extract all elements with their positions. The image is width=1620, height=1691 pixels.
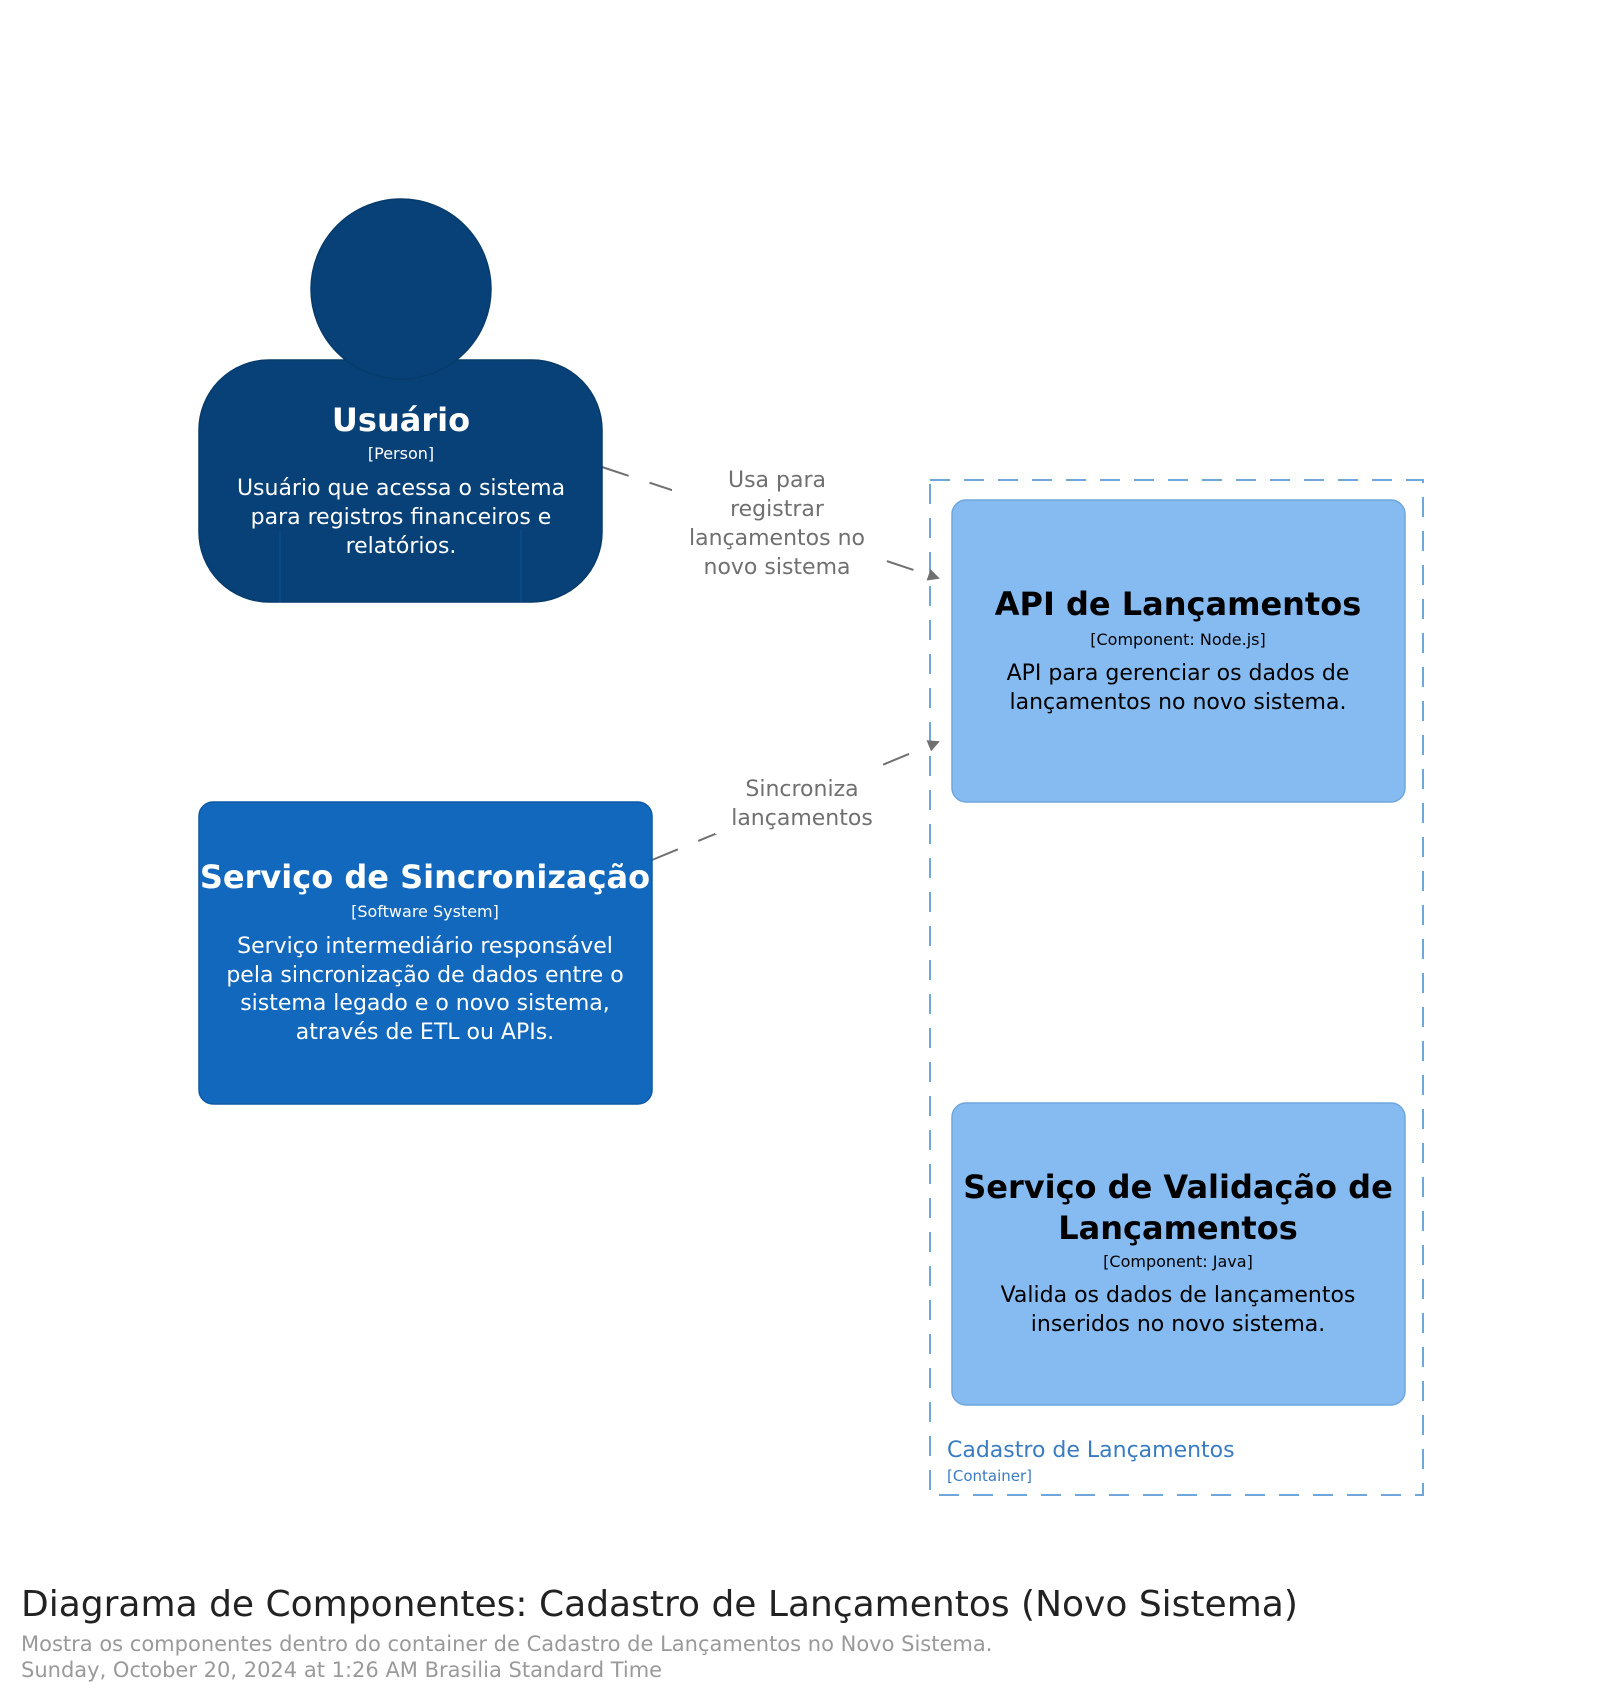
element-name: Usuário: [332, 401, 470, 439]
element-box: [951, 1102, 1406, 1406]
element-description-line: relatórios.: [346, 534, 457, 559]
element-description-line: Usuário que acessa o sistema: [237, 476, 565, 501]
diagram-description: Mostra os componentes dentro do containe…: [21, 1632, 993, 1656]
element-type: [Person]: [368, 444, 434, 463]
element-description-line: pela sincronização de dados entre o: [226, 963, 623, 988]
element-name-line: Serviço de Validação de: [963, 1168, 1393, 1206]
relationship-label-line: novo sistema: [704, 555, 851, 580]
element-description-line: sistema legado e o novo sistema,: [240, 991, 610, 1016]
element-description-line: através de ETL ou APIs.: [296, 1020, 554, 1045]
relationship-label-bg: [672, 460, 882, 586]
element-box: [951, 499, 1406, 803]
element-description-line: inseridos no novo sistema.: [1031, 1312, 1325, 1337]
person-usuario[interactable]: Usuário [Person] Usuário que acessa o si…: [198, 198, 603, 603]
element-name: API de Lançamentos: [995, 585, 1362, 623]
diagram-timestamp: Sunday, October 20, 2024 at 1:26 AM Bras…: [21, 1658, 663, 1682]
relationship-usuario-api: Usa para registrar lançamentos no novo s…: [601, 460, 940, 586]
component-diagram: Cadastro de Lançamentos [Container] Usa …: [198, 198, 1424, 1496]
component-servico-validacao[interactable]: Serviço de Validação de Lançamentos [Com…: [951, 1102, 1406, 1406]
element-name: Serviço de Sincronização: [200, 858, 650, 896]
relationship-label-line: lançamentos no: [689, 526, 865, 551]
element-name-line: Lançamentos: [1058, 1209, 1297, 1247]
relationship-label-line: lançamentos: [731, 806, 873, 831]
element-type: [Component: Node.js]: [1090, 630, 1265, 649]
relationship-label-line: registrar: [730, 497, 825, 522]
boundary-border: [929, 479, 1424, 1496]
element-description-line: API para gerenciar os dados de: [1007, 661, 1350, 686]
person-head-icon: [310, 198, 492, 380]
element-type: [Component: Java]: [1103, 1252, 1253, 1271]
element-description-line: Serviço intermediário responsável: [237, 934, 613, 959]
element-description-line: lançamentos no novo sistema.: [1010, 690, 1347, 715]
element-description-line: para registros financeiros e: [251, 505, 552, 530]
software-system-sincronizacao[interactable]: Serviço de Sincronização [Software Syste…: [198, 801, 653, 1105]
element-type: [Software System]: [351, 902, 499, 921]
relationship-label-bg: [715, 770, 890, 834]
relationship-label-line: Usa para: [728, 468, 826, 493]
element-box: [198, 801, 653, 1105]
relationship-sync-api: Sincroniza lançamentos: [651, 740, 940, 861]
component-api-lancamentos[interactable]: API de Lançamentos [Component: Node.js] …: [951, 499, 1406, 803]
relationship-label-line: Sincroniza: [745, 777, 858, 802]
diagram-title: Diagrama de Componentes: Cadastro de Lan…: [21, 1584, 1298, 1625]
container-boundary: Cadastro de Lançamentos [Container]: [929, 479, 1424, 1496]
boundary-type: [Container]: [947, 1467, 1032, 1485]
element-description-line: Valida os dados de lançamentos: [1001, 1283, 1356, 1308]
boundary-name: Cadastro de Lançamentos: [947, 1438, 1235, 1463]
